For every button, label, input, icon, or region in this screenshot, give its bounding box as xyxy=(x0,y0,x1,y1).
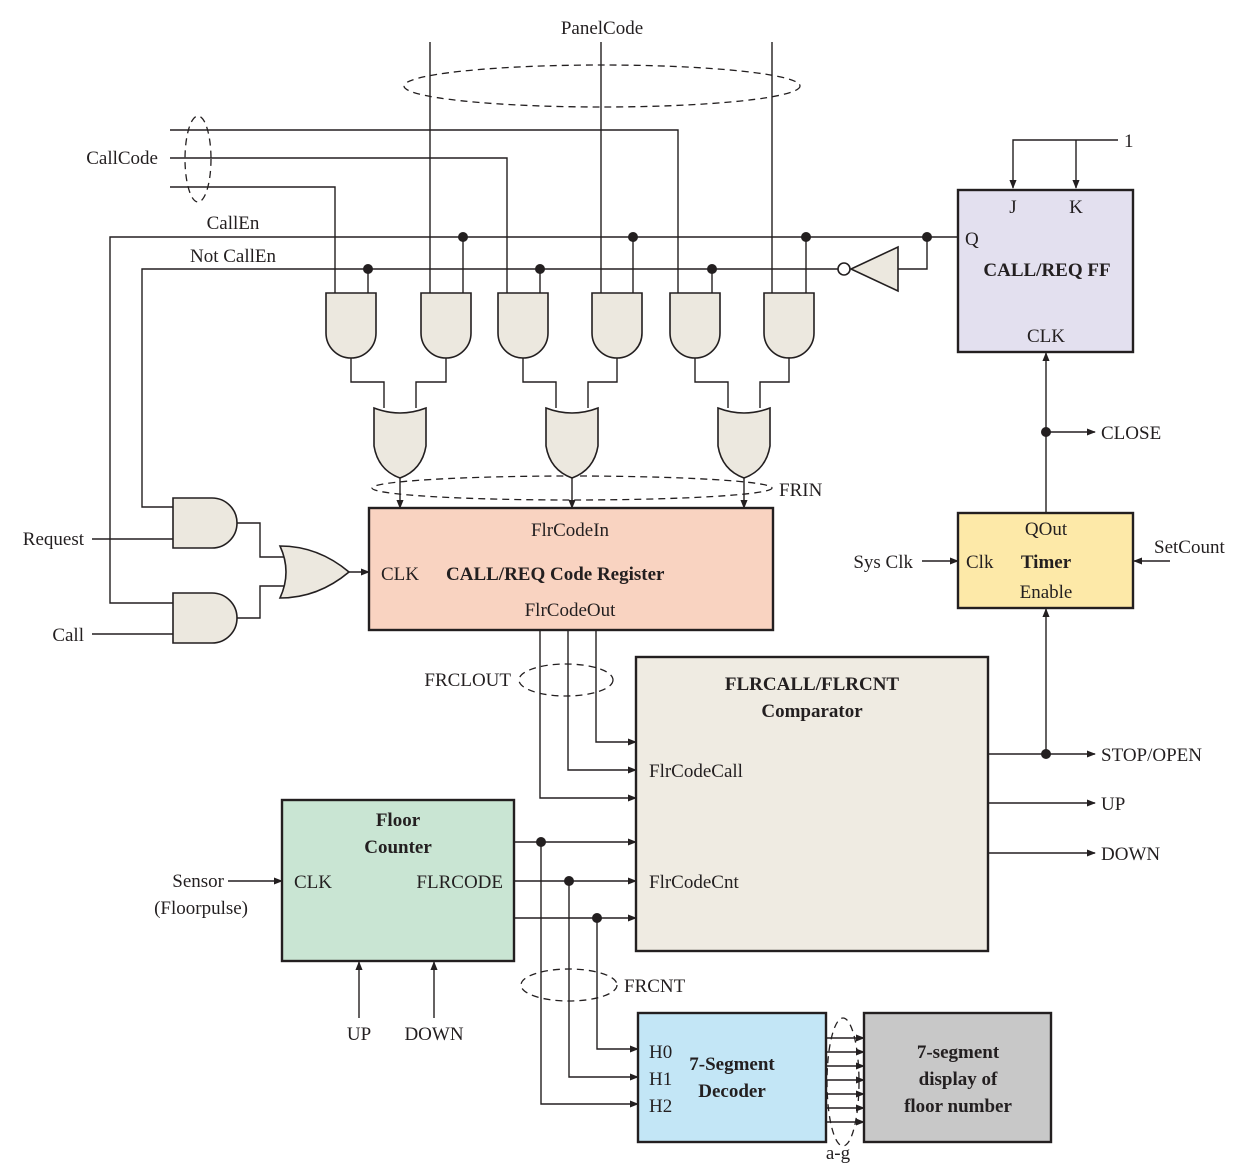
call-req-ff-block xyxy=(956,188,1135,354)
down-output-label: DOWN xyxy=(1101,844,1160,865)
not-call-en-label: Not CallEn xyxy=(190,246,277,267)
wiring xyxy=(92,42,1170,1126)
counter-title-1: Floor xyxy=(376,810,421,831)
register-title: CALL/REQ Code Register xyxy=(446,564,665,585)
inverter xyxy=(837,245,899,293)
up-output-label: UP xyxy=(1101,794,1125,815)
register-in-label: FlrCodeIn xyxy=(531,520,610,541)
or-gate-row xyxy=(373,406,771,479)
and-gate-4 xyxy=(591,292,643,359)
display-line-1: 7-segment xyxy=(917,1042,1000,1063)
sensor-sub-label: (Floorpulse) xyxy=(154,898,248,919)
ff-title: CALL/REQ FF xyxy=(983,260,1110,281)
and-gate-5 xyxy=(669,292,721,359)
counter-clk-label: CLK xyxy=(294,872,332,893)
timer-title: Timer xyxy=(1021,552,1072,573)
code-register-block xyxy=(367,506,775,632)
ff-q-label: Q xyxy=(965,229,979,250)
sys-clk-label: Sys Clk xyxy=(853,552,913,573)
set-count-label: SetCount xyxy=(1154,537,1225,558)
logic-one-label: 1 xyxy=(1124,131,1134,152)
junction-dots xyxy=(363,232,1051,923)
comparator-cnt-port: FlrCodeCnt xyxy=(649,872,739,893)
floor-counter-block xyxy=(280,798,516,963)
stop-open-output-label: STOP/OPEN xyxy=(1101,745,1202,766)
decoder-h0-label: H0 xyxy=(649,1042,672,1063)
left-logic xyxy=(172,497,351,644)
comparator-title-2: Comparator xyxy=(761,701,863,722)
counter-code-label: FLRCODE xyxy=(416,872,503,893)
bus-ellipses xyxy=(184,64,860,1147)
and-gate-row xyxy=(325,292,815,359)
request-label: Request xyxy=(23,529,85,550)
and-gate-call xyxy=(172,592,238,644)
timer-clk-label: Clk xyxy=(966,552,994,573)
and-gate-1 xyxy=(325,292,377,359)
timer-qout-label: QOut xyxy=(1025,519,1068,540)
and-gate-2 xyxy=(420,292,472,359)
decoder-h1-label: H1 xyxy=(649,1069,672,1090)
register-clk-label: CLK xyxy=(381,564,419,585)
frin-bus-label: FRIN xyxy=(779,480,823,501)
and-gate-6 xyxy=(763,292,815,359)
or-gate-2 xyxy=(545,406,599,479)
display-line-2: display of xyxy=(919,1069,998,1090)
decoder-title-1: 7-Segment xyxy=(689,1054,775,1075)
close-output-label: CLOSE xyxy=(1101,423,1161,444)
decoder-h2-label: H2 xyxy=(649,1096,672,1117)
panel-code-label: PanelCode xyxy=(561,18,643,39)
register-out-label: FlrCodeOut xyxy=(525,600,617,621)
down-input-label: DOWN xyxy=(404,1024,463,1045)
timer-block xyxy=(956,511,1135,610)
comparator-title-1: FLRCALL/FLRCNT xyxy=(725,674,900,695)
ff-k-label: K xyxy=(1069,197,1083,218)
timer-enable-label: Enable xyxy=(1020,582,1073,603)
or-gate-3 xyxy=(717,406,771,479)
and-gate-request xyxy=(172,497,238,549)
frcnt-bus-label: FRCNT xyxy=(624,976,686,997)
ff-clk-label: CLK xyxy=(1027,326,1065,347)
call-en-label: CallEn xyxy=(207,213,260,234)
sensor-label: Sensor xyxy=(172,871,224,892)
decoder-title-2: Decoder xyxy=(698,1081,766,1102)
seven-segment-display-block xyxy=(862,1011,1053,1144)
or-gate-select xyxy=(278,545,351,599)
comparator-block xyxy=(634,655,990,953)
up-input-label: UP xyxy=(347,1024,371,1045)
labels: PanelCode CallCode CallEn Not CallEn 1 R… xyxy=(23,18,1226,1164)
a-g-bus-label: a-g xyxy=(826,1143,851,1164)
and-gate-3 xyxy=(497,292,549,359)
ff-j-label: J xyxy=(1009,197,1016,218)
display-line-3: floor number xyxy=(904,1096,1012,1117)
call-label: Call xyxy=(52,625,84,646)
call-code-label: CallCode xyxy=(86,148,158,169)
or-gate-1 xyxy=(373,406,427,479)
counter-title-2: Counter xyxy=(364,837,432,858)
seven-segment-decoder-block xyxy=(636,1011,828,1144)
frclout-bus-label: FRCLOUT xyxy=(424,670,511,691)
comparator-call-port: FlrCodeCall xyxy=(649,761,743,782)
